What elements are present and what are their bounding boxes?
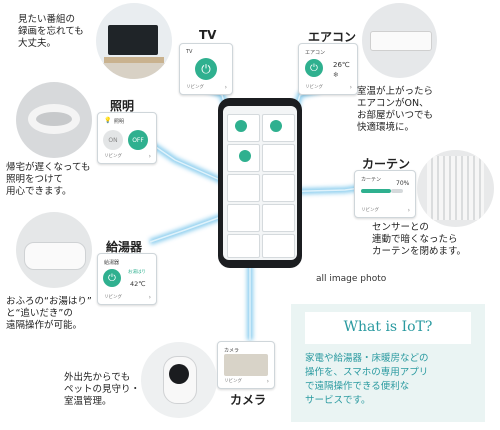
- iot-info-title: What is IoT?: [305, 312, 471, 344]
- water-heater-label: 給湯器: [106, 240, 143, 254]
- smartphone: [218, 98, 302, 268]
- camera-preview: [224, 354, 268, 376]
- chevron-right-icon: ›: [349, 84, 352, 91]
- chevron-right-icon: ›: [407, 207, 410, 214]
- tv-card[interactable]: TV ⏻ リビング ›: [179, 43, 233, 95]
- chevron-right-icon: ›: [148, 153, 151, 160]
- water-heater-caption: おふろの“お湯はり” と“追いだき”の 遠隔操作が可能。: [6, 296, 92, 331]
- lamp-icon: 💡: [104, 117, 112, 124]
- water-heater-card[interactable]: 給湯器 ⏻ お湯はり 42℃ リビング ›: [97, 253, 157, 305]
- curtain-card[interactable]: カーテン 70% リビング ›: [354, 170, 416, 218]
- tv-photo: [96, 3, 172, 79]
- iot-info-box: What is IoT? 家電や給湯器・床暖房などの 操作を、スマホの専用アプリ…: [291, 304, 485, 422]
- aircon-caption: 室温が上がったら エアコンがON、 お部屋がいつでも 快適環境に。: [357, 86, 434, 133]
- tv-label: TV: [199, 28, 217, 42]
- aircon-card[interactable]: エアコン ⏻ 26℃ ❄ リビング ›: [298, 43, 358, 95]
- curtain-slider[interactable]: [361, 189, 391, 193]
- power-icon[interactable]: ⏻: [103, 269, 121, 287]
- bath-photo: [16, 212, 92, 288]
- camera-card[interactable]: カメラ リビング ›: [217, 341, 275, 389]
- light-card[interactable]: 照明 💡 ON OFF リビング ›: [97, 112, 157, 164]
- chevron-right-icon: ›: [148, 294, 151, 301]
- power-icon[interactable]: ⏻: [305, 59, 323, 77]
- light-photo: [16, 82, 92, 158]
- off-button[interactable]: OFF: [128, 130, 148, 150]
- tv-caption: 見たい番組の 録画を忘れても 大丈夫。: [18, 14, 84, 49]
- chevron-right-icon: ›: [266, 378, 269, 385]
- power-icon[interactable]: ⏻: [195, 58, 217, 80]
- camera-photo: [141, 342, 217, 418]
- aircon-label: エアコン: [308, 30, 357, 44]
- curtain-caption: センサーとの 連動で暗くなったら カーテンを閉めます。: [372, 222, 467, 257]
- chevron-right-icon: ›: [224, 84, 227, 91]
- curtain-label: カーテン: [362, 157, 411, 171]
- photo-note: all image photo: [316, 274, 387, 284]
- camera-caption: 外出先からでも ペットの見守り・ 室温管理。: [64, 372, 141, 407]
- iot-info-body: 家電や給湯器・床暖房などの 操作を、スマホの専用アプリ で遠隔操作できる便利な …: [305, 353, 429, 406]
- camera-label: カメラ: [230, 393, 267, 407]
- on-button[interactable]: ON: [103, 130, 123, 150]
- aircon-photo: [362, 3, 437, 78]
- curtain-photo: [417, 150, 494, 227]
- snowflake-icon: ❄: [333, 71, 339, 79]
- light-label: 照明: [110, 99, 135, 113]
- light-caption: 帰宅が遅くなっても 照明をつけて 用心できます。: [6, 162, 91, 197]
